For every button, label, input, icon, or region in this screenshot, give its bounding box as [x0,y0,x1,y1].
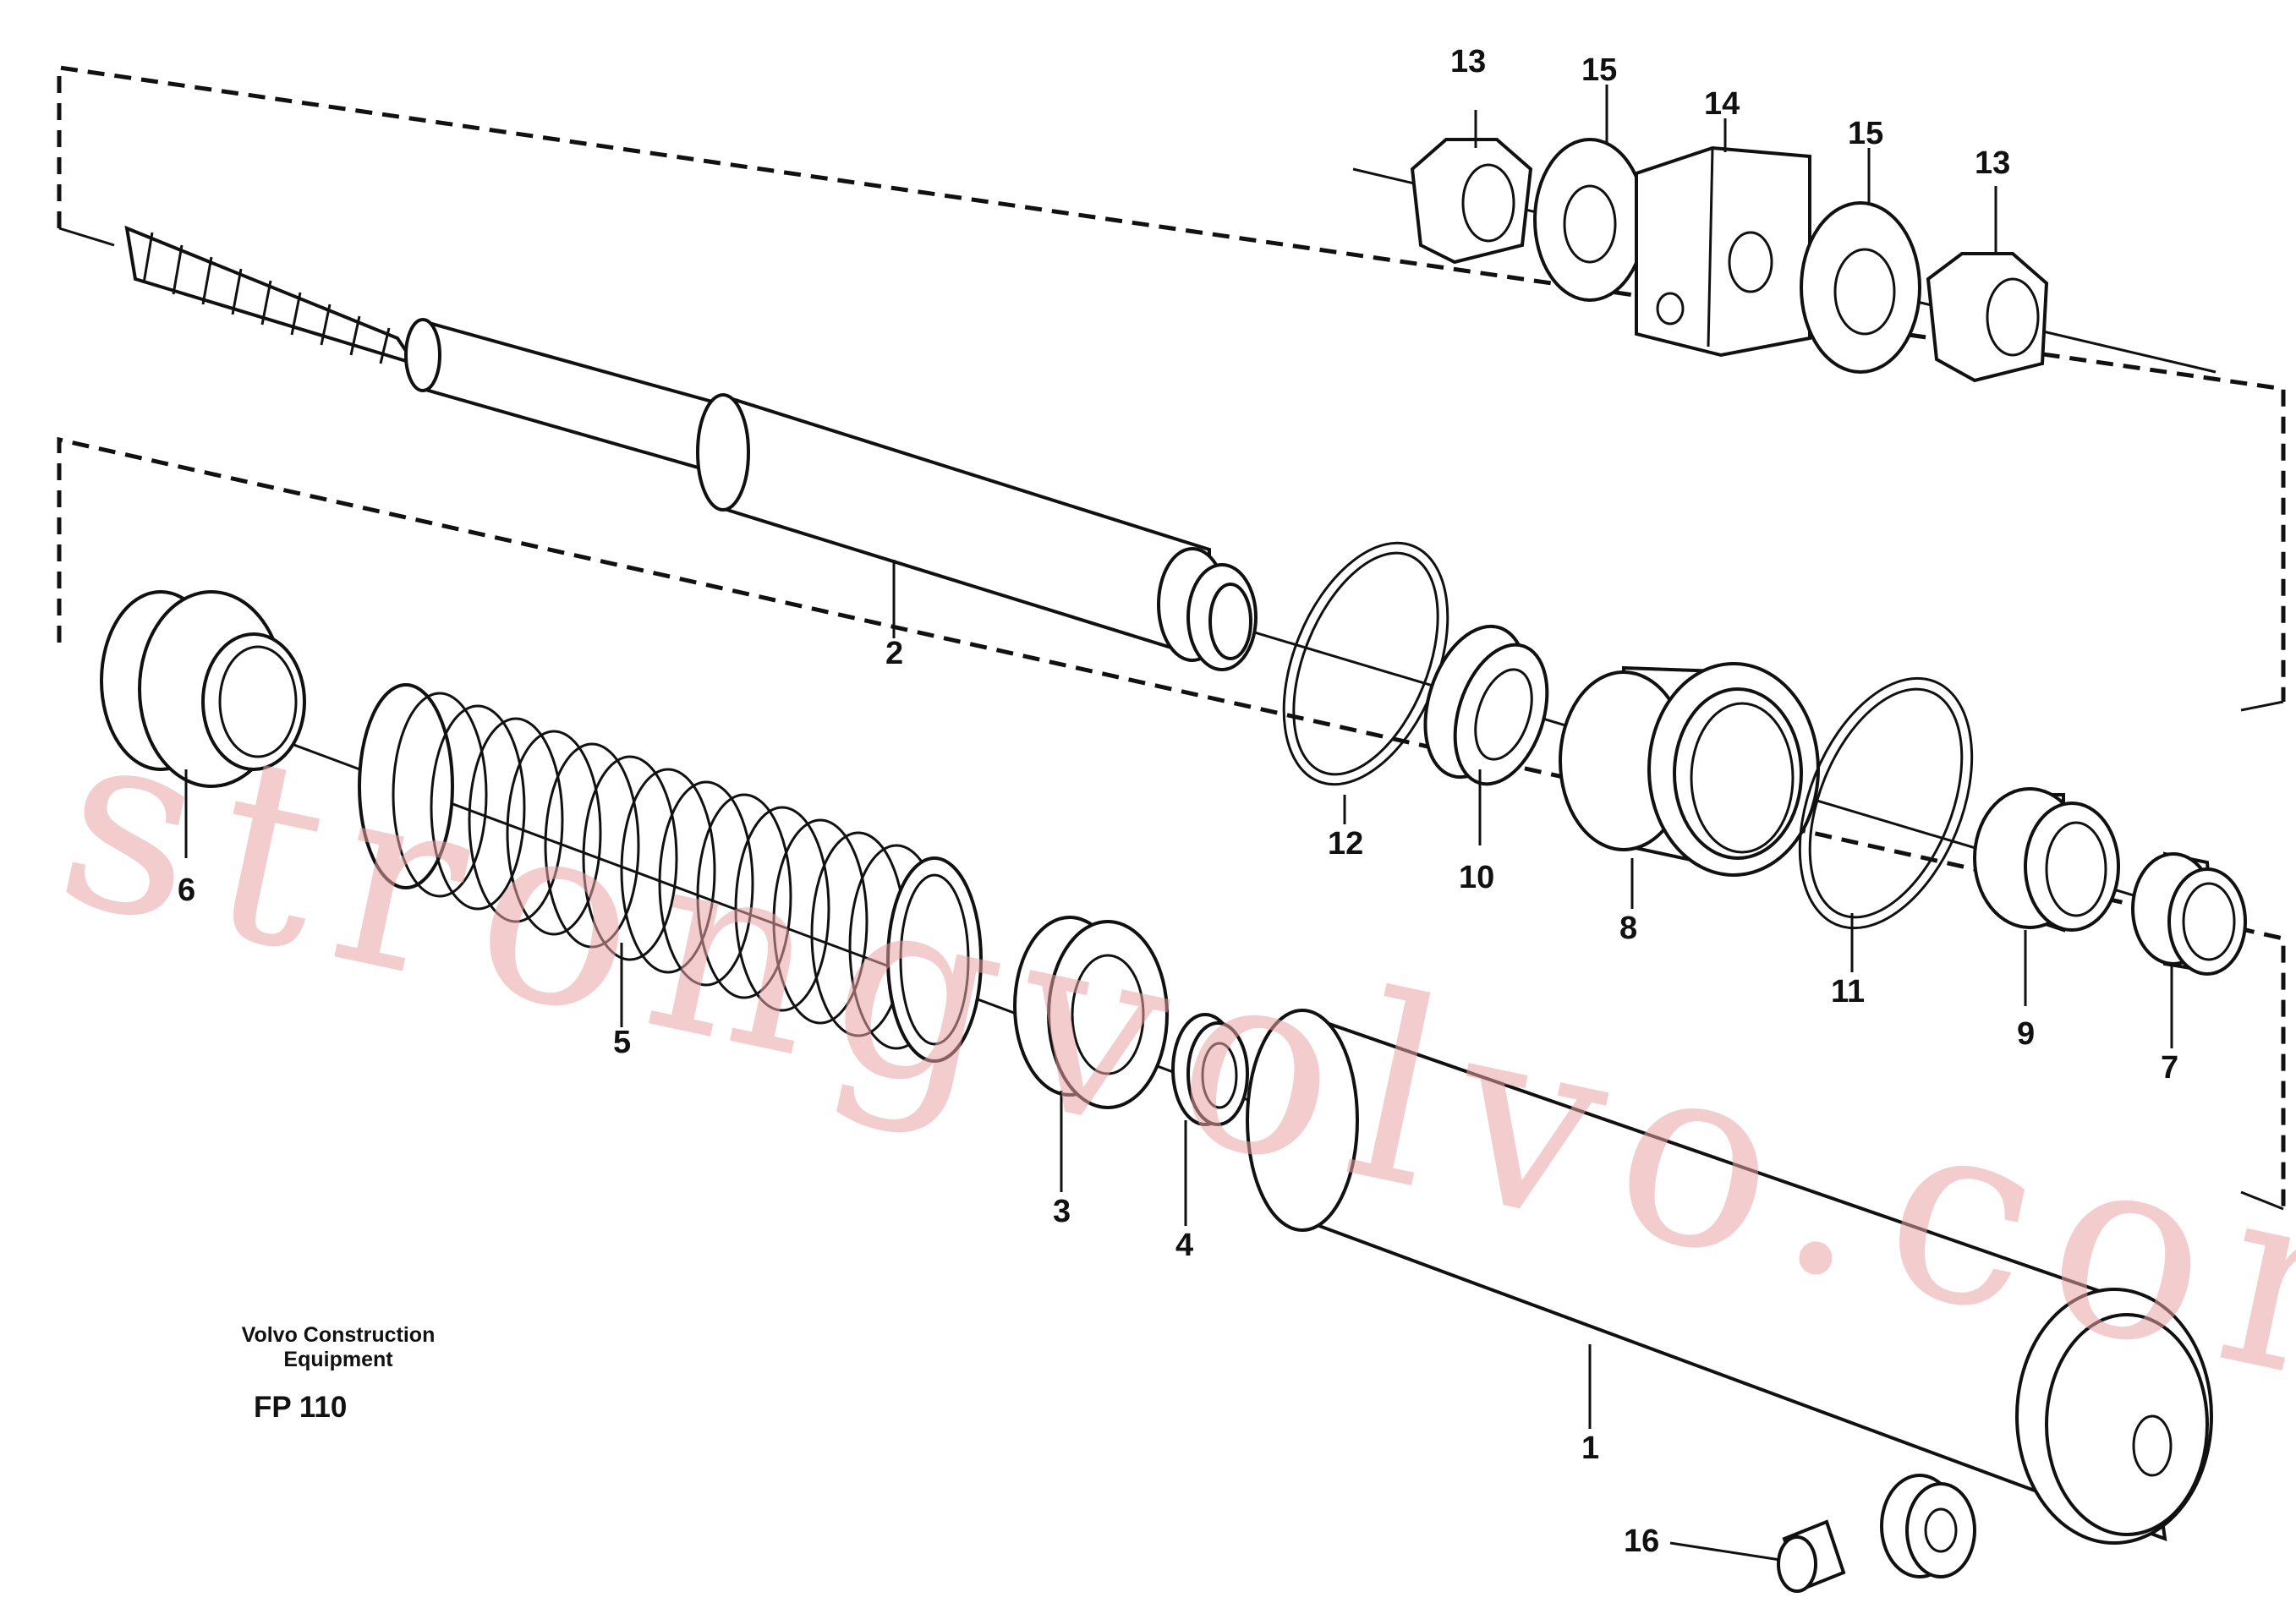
nut-part-13-right [1926,186,2049,383]
callout-7: 7 [2161,1050,2178,1086]
piston-rod-part-2 [124,225,1258,671]
callout-5: 5 [613,1025,631,1060]
callout-15-left: 15 [1581,52,1617,88]
callout-11: 11 [1831,974,1865,1009]
callout-10: 10 [1459,860,1494,895]
block-part-14 [1635,118,1811,358]
end-cap-part-6 [100,590,306,858]
callout-3: 3 [1053,1194,1071,1229]
lower-assembly-bracket [57,436,2286,1211]
callout-14: 14 [1704,86,1740,122]
callout-2: 2 [885,636,903,671]
grease-fitting-part-16 [1669,1474,1976,1593]
callout-9: 9 [2017,1016,2035,1052]
bushing-part-7 [2131,851,2247,1048]
callout-13-right: 13 [1975,145,2010,181]
callout-8: 8 [1619,911,1637,946]
publisher-name-line2: Equipment [283,1348,393,1371]
figure-code: FP 110 [254,1391,348,1424]
washer-part-15-left [1533,85,1647,302]
cylinder-tube-part-1 [1246,1009,2213,1545]
upper-assembly-bracket [57,65,2286,712]
callout-15-right: 15 [1848,116,1883,151]
bushing-part-10 [1423,624,1549,845]
publisher-name: Volvo Construction [241,1323,436,1347]
spring-part-5 [358,683,983,1063]
nut-part-13-left [1410,110,1533,265]
callout-1: 1 [1581,1431,1599,1466]
callout-13-left: 13 [1450,44,1486,79]
callout-16: 16 [1624,1524,1659,1559]
callout-labels: 13 15 14 15 13 2 12 10 8 11 9 7 6 5 3 4 … [178,44,2178,1559]
bushing-part-9 [1973,787,2120,1006]
ring-part-4 [1171,1013,1249,1226]
gland-part-8 [1559,662,1820,909]
washer-part-15-right [1800,148,1921,374]
callout-6: 6 [178,873,195,908]
callout-4: 4 [1175,1228,1193,1263]
callout-12: 12 [1328,826,1363,862]
seal-part-3 [1013,916,1169,1192]
rod-thread [142,232,391,364]
ring-part-11 [1798,676,1974,972]
